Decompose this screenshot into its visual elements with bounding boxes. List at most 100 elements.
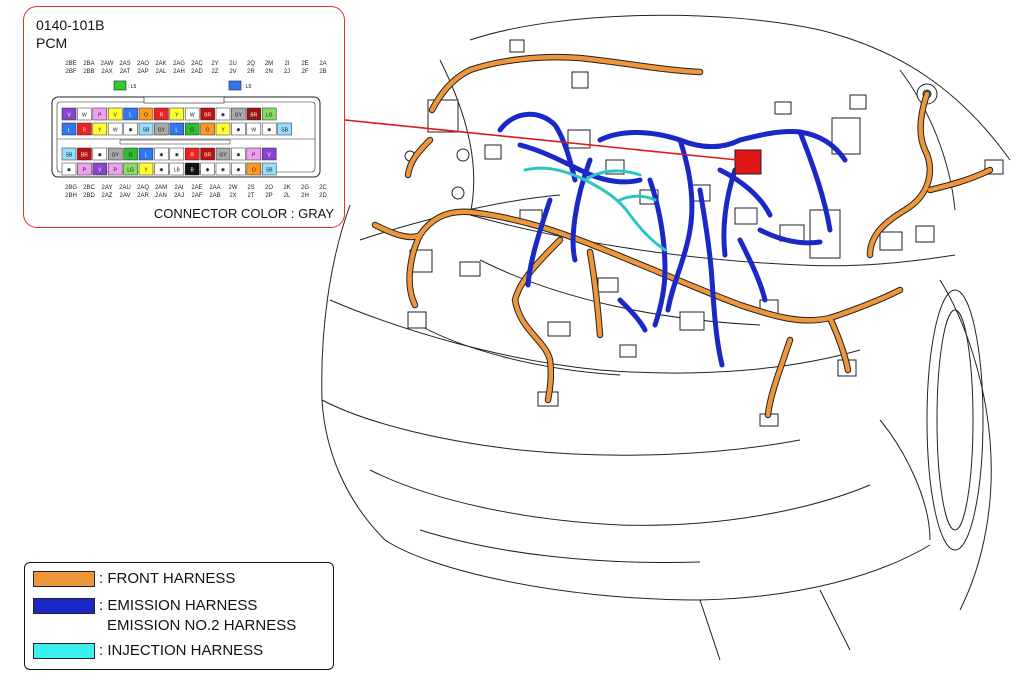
pin-number: 2V [229,69,237,75]
connector-terminal [261,147,277,161]
terminal-color-code: ✱ [205,168,209,174]
connector-terminal [169,122,185,136]
pin-number: 2Q [246,61,255,67]
terminal-color-code: R [190,153,194,159]
pin-number: 2T [247,193,255,199]
connector-terminal [123,122,138,136]
terminal-color-code: W [82,113,87,119]
connector-terminal [61,162,77,176]
terminal-color-code: L [129,113,132,119]
terminal-color-code: P [98,113,102,119]
pin-number: 2AS [119,61,131,67]
terminal-color-code: Y [98,128,102,134]
terminal-color-code: G [190,128,194,134]
terminal-color-code: L [145,153,148,159]
connector-terminal [246,122,262,136]
connector-terminal [123,147,138,161]
terminal-color-code: ✱ [128,128,132,134]
pin-number: 2P [265,193,273,199]
terminal-color-code: SB [281,128,288,134]
terminal-color-code: GY [219,153,227,159]
connector-terminal [246,147,262,161]
pin-number: 2BG [64,185,77,191]
legend-injection-harness: : INJECTION HARNESS [33,641,263,661]
terminal-color-code: GY [235,113,243,119]
connector-terminal [169,107,185,121]
terminal-color-code: BR [204,153,211,159]
terminal-color-code: L [175,128,178,134]
connector-terminal [200,107,215,121]
connector-terminal [77,122,92,136]
connector-terminal [138,147,154,161]
connector-terminal [154,147,169,161]
terminal-color-code: BR [81,153,88,159]
car-body-outline [321,14,1011,661]
terminal-color-code: BR [250,113,257,119]
connector-terminal [154,162,169,176]
pin-number: 2A [319,61,327,67]
pin-number: 2N [265,69,273,75]
pin-number: 2D [319,193,327,199]
connector-terminal [184,162,200,176]
connector-name: PCM [36,35,68,51]
connector-terminal [92,162,108,176]
terminal-color-code: ✱ [98,153,102,159]
pin-number: 2AP [137,69,149,75]
legend-emission-harness: : EMISSION HARNESS EMISSION NO.2 HARNESS [33,596,296,636]
pin-number: 2M [264,61,274,67]
terminal-color-code: P [114,168,118,174]
terminal-color-code: SB [266,168,273,174]
emission-harness-wires [497,111,848,368]
connector-terminal [246,162,262,176]
terminal-color-code: ✱ [221,113,225,119]
connector-terminal [215,107,231,121]
terminal-color-code: LB [174,168,181,174]
connector-terminal [154,107,169,121]
connector-code: 0140-101B [36,17,105,33]
terminal-color-code: LG [127,168,134,174]
lock-tab-right [228,80,242,91]
legend-front-harness: : FRONT HARNESS [33,569,235,589]
pin-number: 2AI [174,185,184,191]
terminal-color-code: ✱ [236,128,240,134]
terminal-color-code: BR [204,113,211,119]
connector-terminal [169,162,185,176]
pin-number: 2AE [191,185,203,191]
pin-number: 2AU [119,185,131,191]
pin-number: 2AL [155,69,167,75]
pin-number: 2C [319,185,327,191]
injection-harness-swatch [33,643,95,659]
connector-terminal [215,162,231,176]
connector-terminal [77,107,92,121]
pin-number: 2Y [211,61,219,67]
terminal-color-code: GY [112,153,120,159]
pin-number: 2AT [119,69,131,75]
connector-terminal [169,147,185,161]
pcm-connector-highlight[interactable] [734,149,762,175]
front-harness-label: : FRONT HARNESS [99,570,236,587]
pin-number: 2W [228,185,238,191]
connector-terminal [138,107,154,121]
connector-terminal [107,162,123,176]
terminal-color-code: O [206,128,210,134]
terminal-color-code: Y [175,113,179,119]
terminal-color-code: G [129,153,133,159]
terminal-color-code: V [98,168,102,174]
pin-number: 2AV [119,193,131,199]
pin-number: 2AK [155,61,167,67]
pin-number: 2BA [83,61,95,67]
connector-terminal [184,147,200,161]
terminal-color-code: V [268,153,272,159]
connector-terminal [92,147,108,161]
pin-number: 2AA [209,185,221,191]
connector-color-note: CONNECTOR COLOR : GRAY [153,206,334,221]
terminal-color-code: B [191,168,195,174]
pin-number: 2AB [209,193,221,199]
pin-number: 2BC [83,185,95,191]
connector-terminal [277,122,292,136]
pin-number: 2AR [137,193,149,199]
connector-terminal [77,162,92,176]
terminal-color-code: ✱ [267,128,271,134]
